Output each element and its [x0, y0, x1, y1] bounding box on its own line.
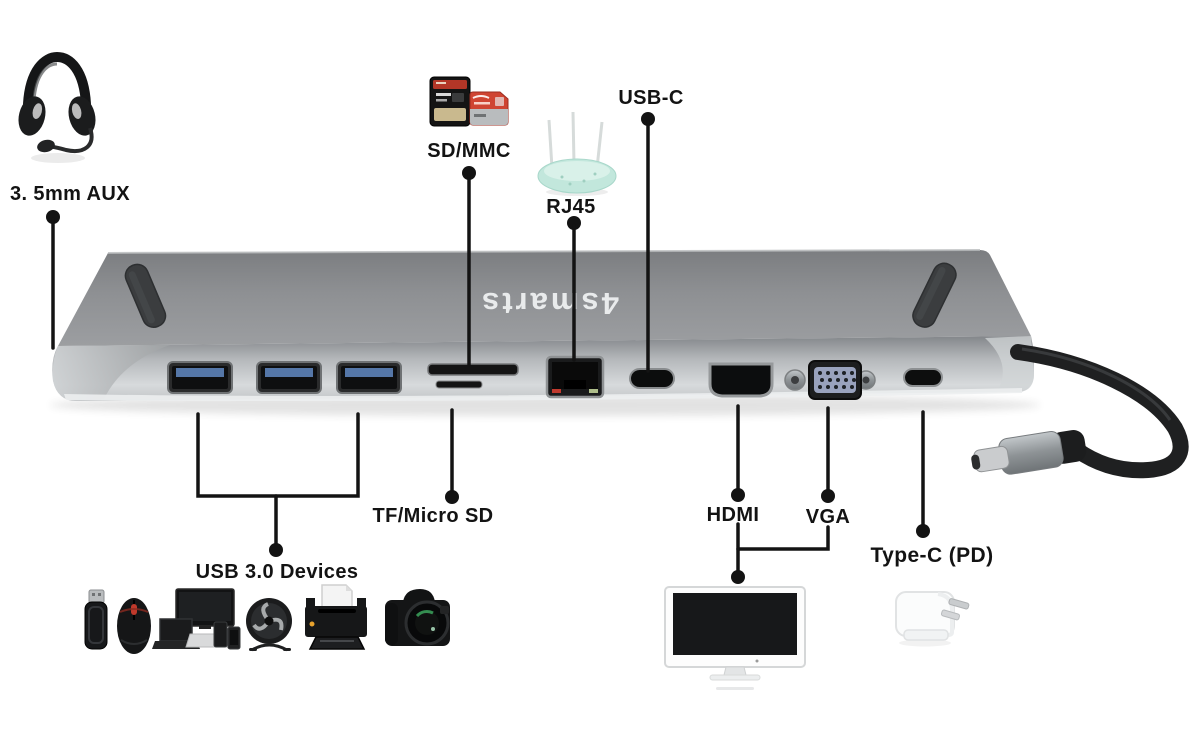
annotation-usb-c	[641, 112, 655, 373]
label-hdmi: HDMI	[706, 504, 760, 526]
label-sd-mmc: SD/MMC	[427, 140, 511, 162]
annotation-type-c-pd	[916, 410, 930, 538]
annotation-aux	[46, 210, 60, 350]
annotation-lines	[46, 112, 930, 584]
router-icon	[537, 111, 617, 196]
label-aux: 3. 5mm AUX	[10, 183, 130, 205]
label-usb30-devices: USB 3.0 Devices	[195, 561, 359, 583]
printer-icon	[305, 584, 367, 650]
usb-hub-body: 4smarts	[50, 249, 1189, 479]
usb-a-port-2	[256, 361, 322, 394]
usb-c-cable-plug-icon	[971, 344, 1189, 479]
annotation-rj45	[567, 216, 581, 362]
brand-watermark: 4smarts	[479, 286, 619, 321]
label-rj45: RJ45	[546, 196, 596, 218]
annotation-sd-mmc	[462, 166, 476, 367]
camera-icon	[385, 589, 450, 646]
label-vga: VGA	[805, 506, 851, 528]
usb-a-port-3	[336, 361, 402, 394]
hub-top-face	[58, 250, 1031, 346]
hub-top-edge	[107, 249, 981, 254]
micro-sd-card-icon	[469, 91, 509, 126]
headset-icon	[18, 51, 96, 163]
mouse-icon	[117, 598, 151, 654]
type-c-pd-port	[903, 368, 943, 387]
sd-card-slot	[427, 363, 519, 376]
vga-port	[784, 360, 876, 400]
power-adapter-icon	[895, 591, 970, 647]
rj45-port	[545, 355, 605, 399]
annotation-usb30-bracket	[196, 412, 360, 557]
annotation-vga	[821, 406, 835, 503]
usb-a-port-1	[167, 361, 233, 394]
fan-icon	[246, 598, 292, 652]
usb-flash-drive-icon	[84, 589, 108, 650]
monitor-icon	[664, 586, 806, 690]
label-type-c-pd: Type-C (PD)	[870, 544, 994, 567]
annotation-hdmi	[731, 404, 745, 502]
rubber-strip-left	[124, 263, 167, 329]
label-tf-micro-sd: TF/Micro SD	[372, 505, 494, 527]
sd-card-icon	[429, 76, 471, 127]
rubber-strip-right	[912, 262, 957, 328]
annotation-tf	[445, 408, 459, 504]
label-usb-c: USB-C	[618, 87, 684, 109]
hub-bottom-highlight	[64, 388, 1022, 402]
hdmi-port	[708, 362, 774, 398]
tf-micro-sd-slot	[435, 380, 483, 389]
computer-devices-icon	[152, 588, 241, 650]
annotation-display-merge	[731, 522, 830, 584]
usb-c-data-port	[629, 368, 675, 389]
hub-left-cap	[52, 345, 170, 401]
